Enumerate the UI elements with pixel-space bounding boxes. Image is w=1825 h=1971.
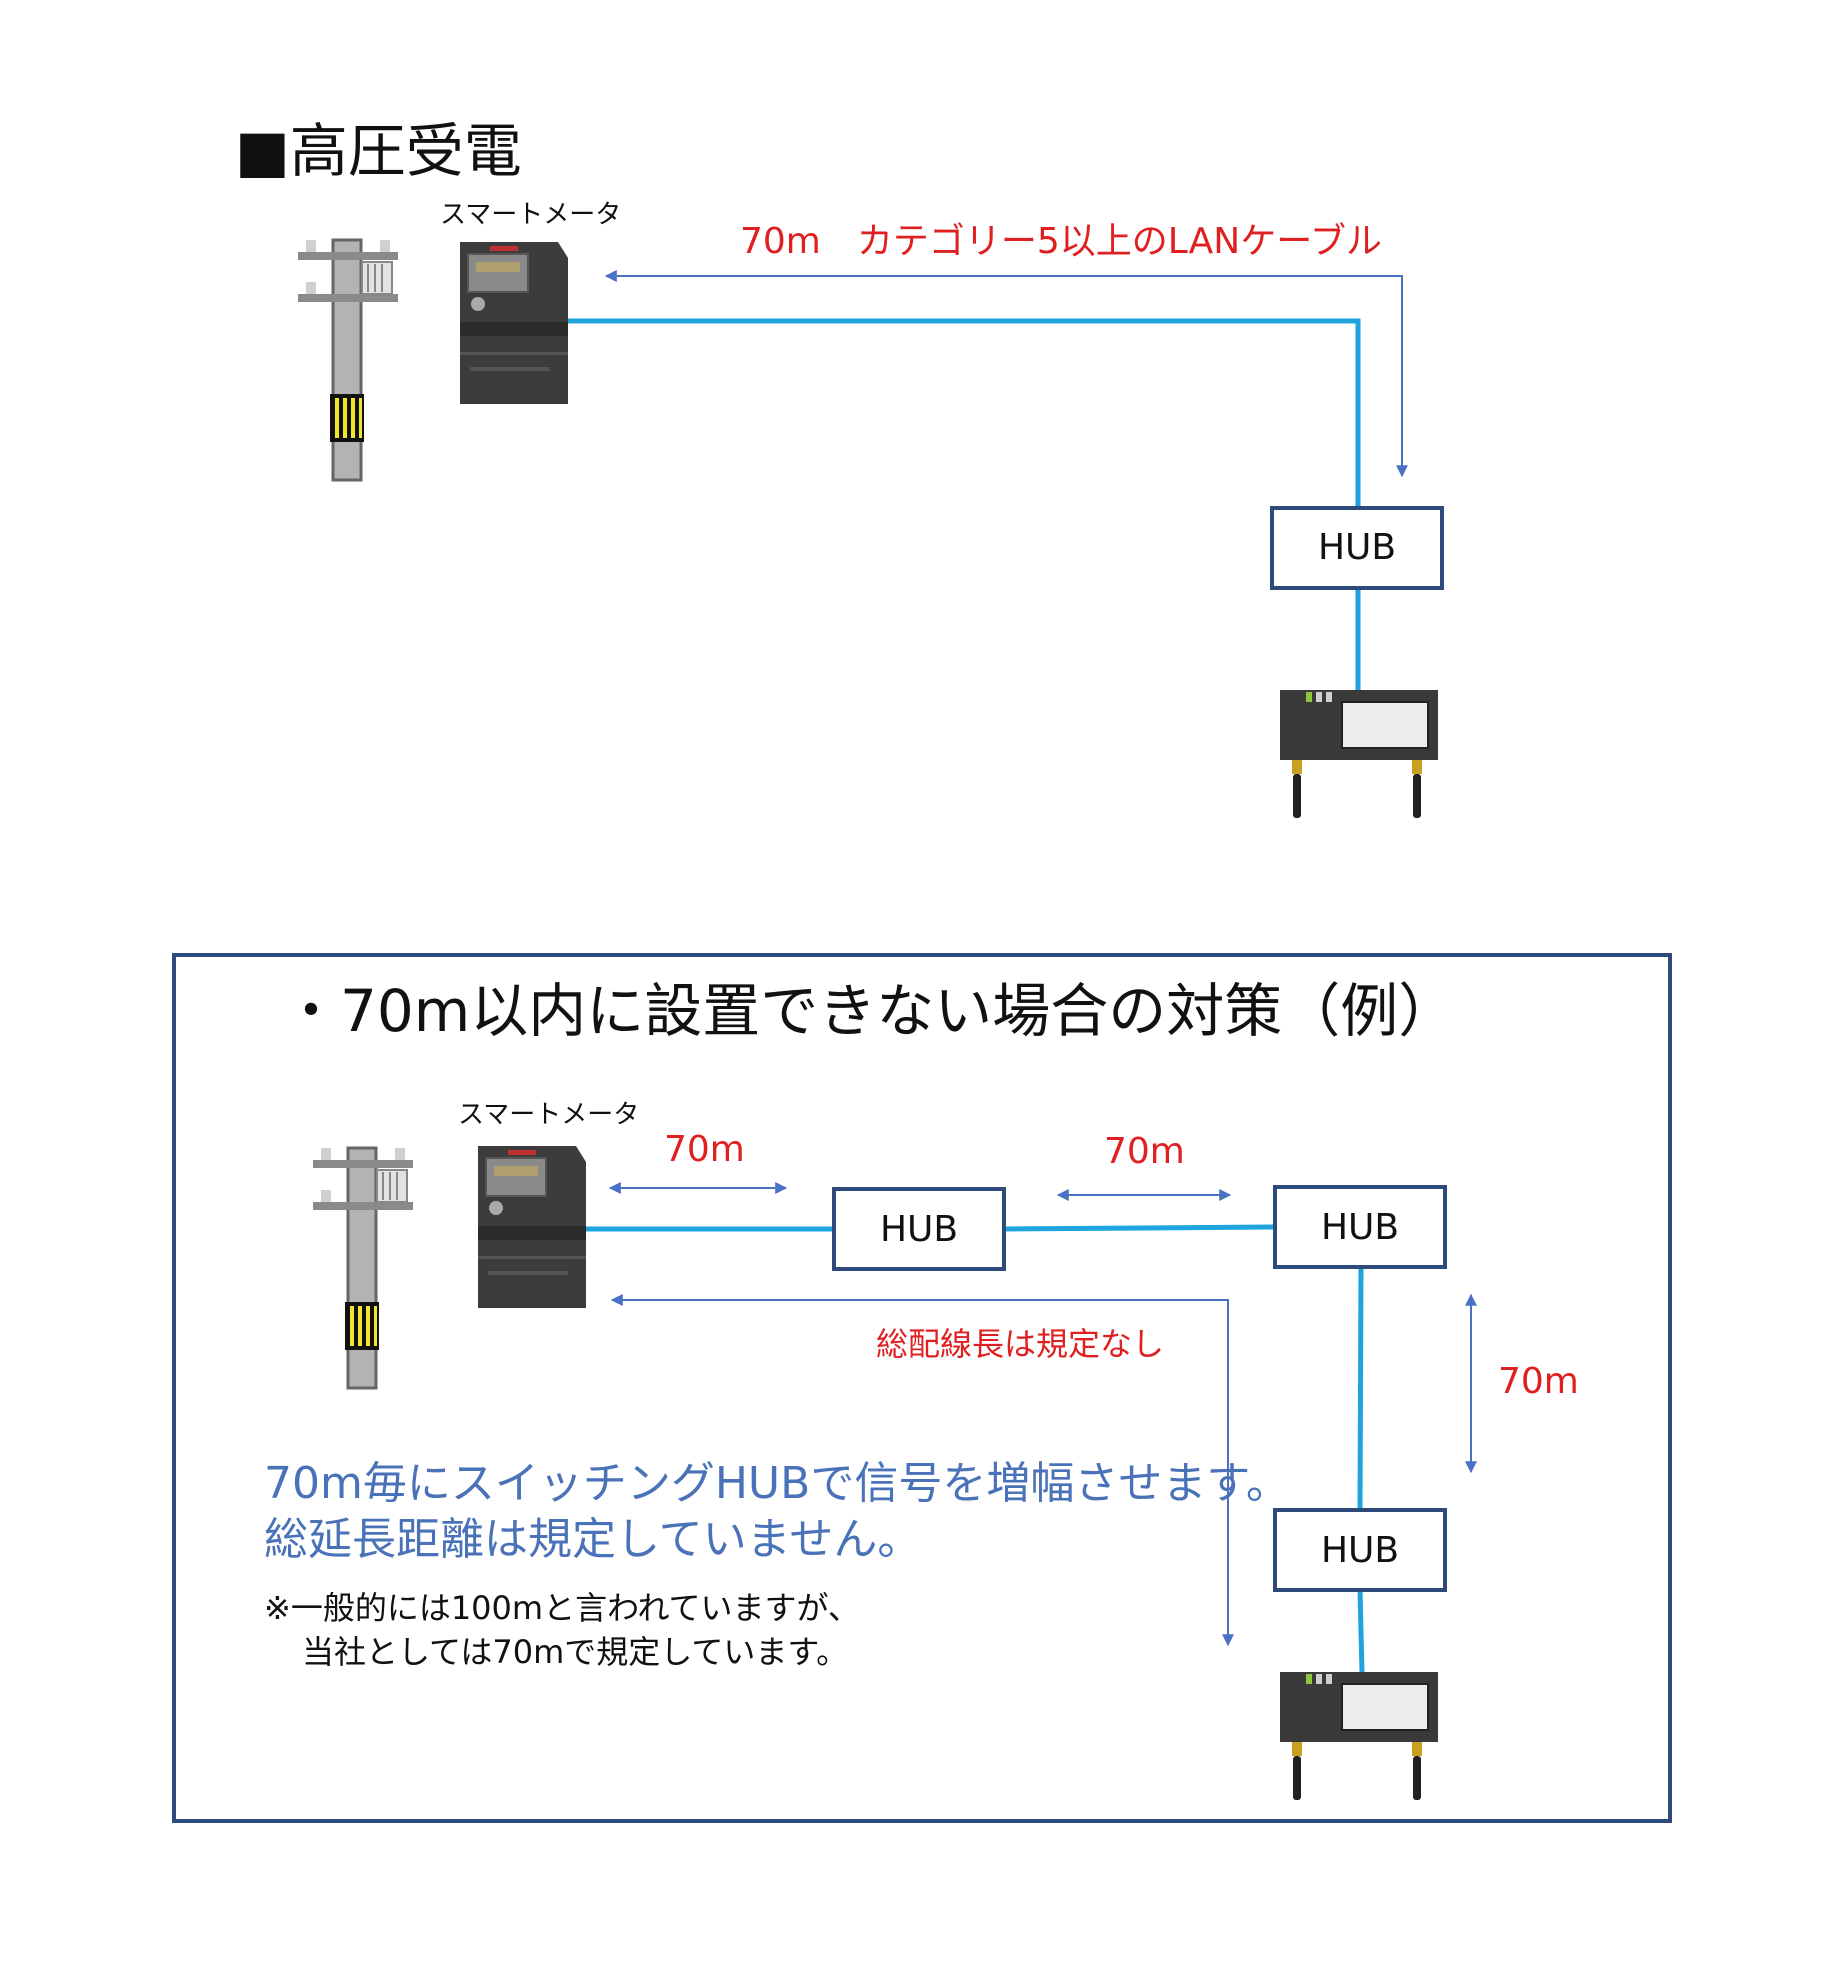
hub-label: HUB bbox=[1320, 1207, 1400, 1248]
total-length-note: 総配線長は規定なし bbox=[876, 1325, 1165, 1363]
section-title-countermeasure: ・70m以内に設置できない場合の対策（例） bbox=[282, 977, 1457, 1045]
total-length-arrow bbox=[610, 1294, 1234, 1647]
hub-box bbox=[832, 1187, 1006, 1271]
hub-label: HUB bbox=[1317, 527, 1397, 568]
distance-label-3: 70m bbox=[1498, 1361, 1579, 1402]
distance-label-2: 70m bbox=[1104, 1131, 1185, 1172]
section-title-high-voltage: ■高圧受電 bbox=[235, 117, 522, 185]
distance-label-1: 70m bbox=[664, 1129, 745, 1170]
hub-box bbox=[1273, 1185, 1447, 1269]
smart-meter-label: スマートメータ bbox=[458, 1100, 640, 1130]
lan-cable bbox=[1357, 1589, 1365, 1673]
smart-meter-icon bbox=[459, 241, 569, 405]
cable-spec-label: 70m カテゴリー5以上のLANケーブル bbox=[740, 221, 1383, 262]
footnote-line-1: ※一般的には100mと言われていますが、 bbox=[264, 1589, 860, 1627]
countermeasure-frame bbox=[172, 953, 1672, 1823]
note-line-1: 70m毎にスイッチングHUBで信号を増幅させます。 bbox=[264, 1458, 1290, 1509]
hub-label: HUB bbox=[1320, 1530, 1400, 1571]
hub-box bbox=[1270, 506, 1444, 590]
utility-pole-icon bbox=[296, 238, 400, 482]
smart-meter-label: スマートメータ bbox=[440, 200, 622, 230]
hub-label: HUB bbox=[879, 1209, 959, 1250]
gateway-device-icon bbox=[1279, 689, 1439, 819]
smart-meter-icon bbox=[477, 1145, 587, 1309]
distance-arrow bbox=[604, 270, 1408, 478]
lan-cable bbox=[568, 318, 1361, 508]
lan-cable bbox=[1357, 1265, 1364, 1511]
footnote-line-2: 当社としては70mで規定しています。 bbox=[302, 1633, 849, 1671]
gateway-device-icon bbox=[1279, 1671, 1439, 1801]
note-line-2: 総延長距離は規定していません。 bbox=[264, 1514, 922, 1565]
utility-pole-icon bbox=[311, 1146, 415, 1390]
hub-box bbox=[1273, 1508, 1447, 1592]
lan-cable bbox=[1003, 1224, 1276, 1232]
